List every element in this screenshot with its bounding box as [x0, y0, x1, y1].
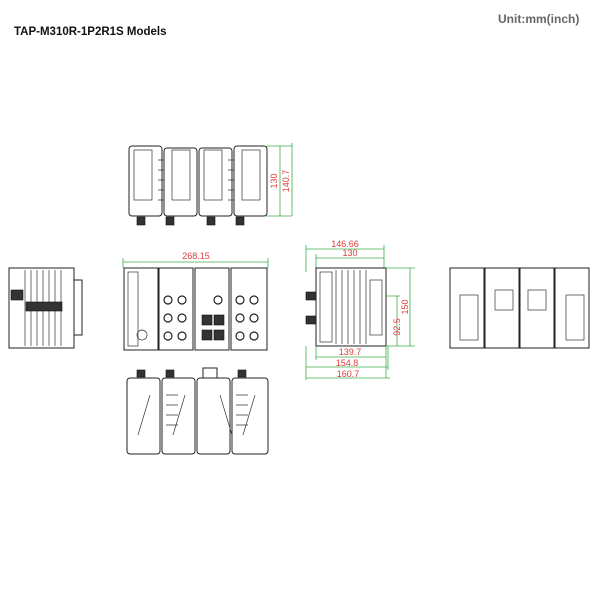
side-view: 146.66 130 150 92.5 139.7 154.8 160.7: [305, 239, 415, 380]
unit-label: Unit:mm(inch): [498, 12, 580, 26]
top-view: 130 140.7: [128, 143, 293, 226]
dim-side-160-7: 160.7: [337, 369, 360, 379]
left-view: [8, 267, 83, 349]
dim-side-150: 150: [400, 299, 410, 314]
front-view: 268.15: [122, 251, 269, 351]
dim-side-146-66: 146.66: [331, 239, 359, 249]
dim-side-92-5: 92.5: [392, 318, 402, 336]
page-title: TAP-M310R-1P2R1S Models: [14, 26, 167, 38]
rear-view: [449, 267, 590, 349]
bottom-view: [126, 367, 269, 455]
dim-side-154-8: 154.8: [336, 358, 359, 368]
dim-top-130: 130: [269, 173, 279, 188]
dim-front-268-15: 268.15: [182, 251, 210, 261]
dim-top-140-7: 140.7: [281, 170, 291, 193]
dim-side-130: 130: [342, 248, 357, 258]
dim-side-139-7: 139.7: [339, 347, 362, 357]
